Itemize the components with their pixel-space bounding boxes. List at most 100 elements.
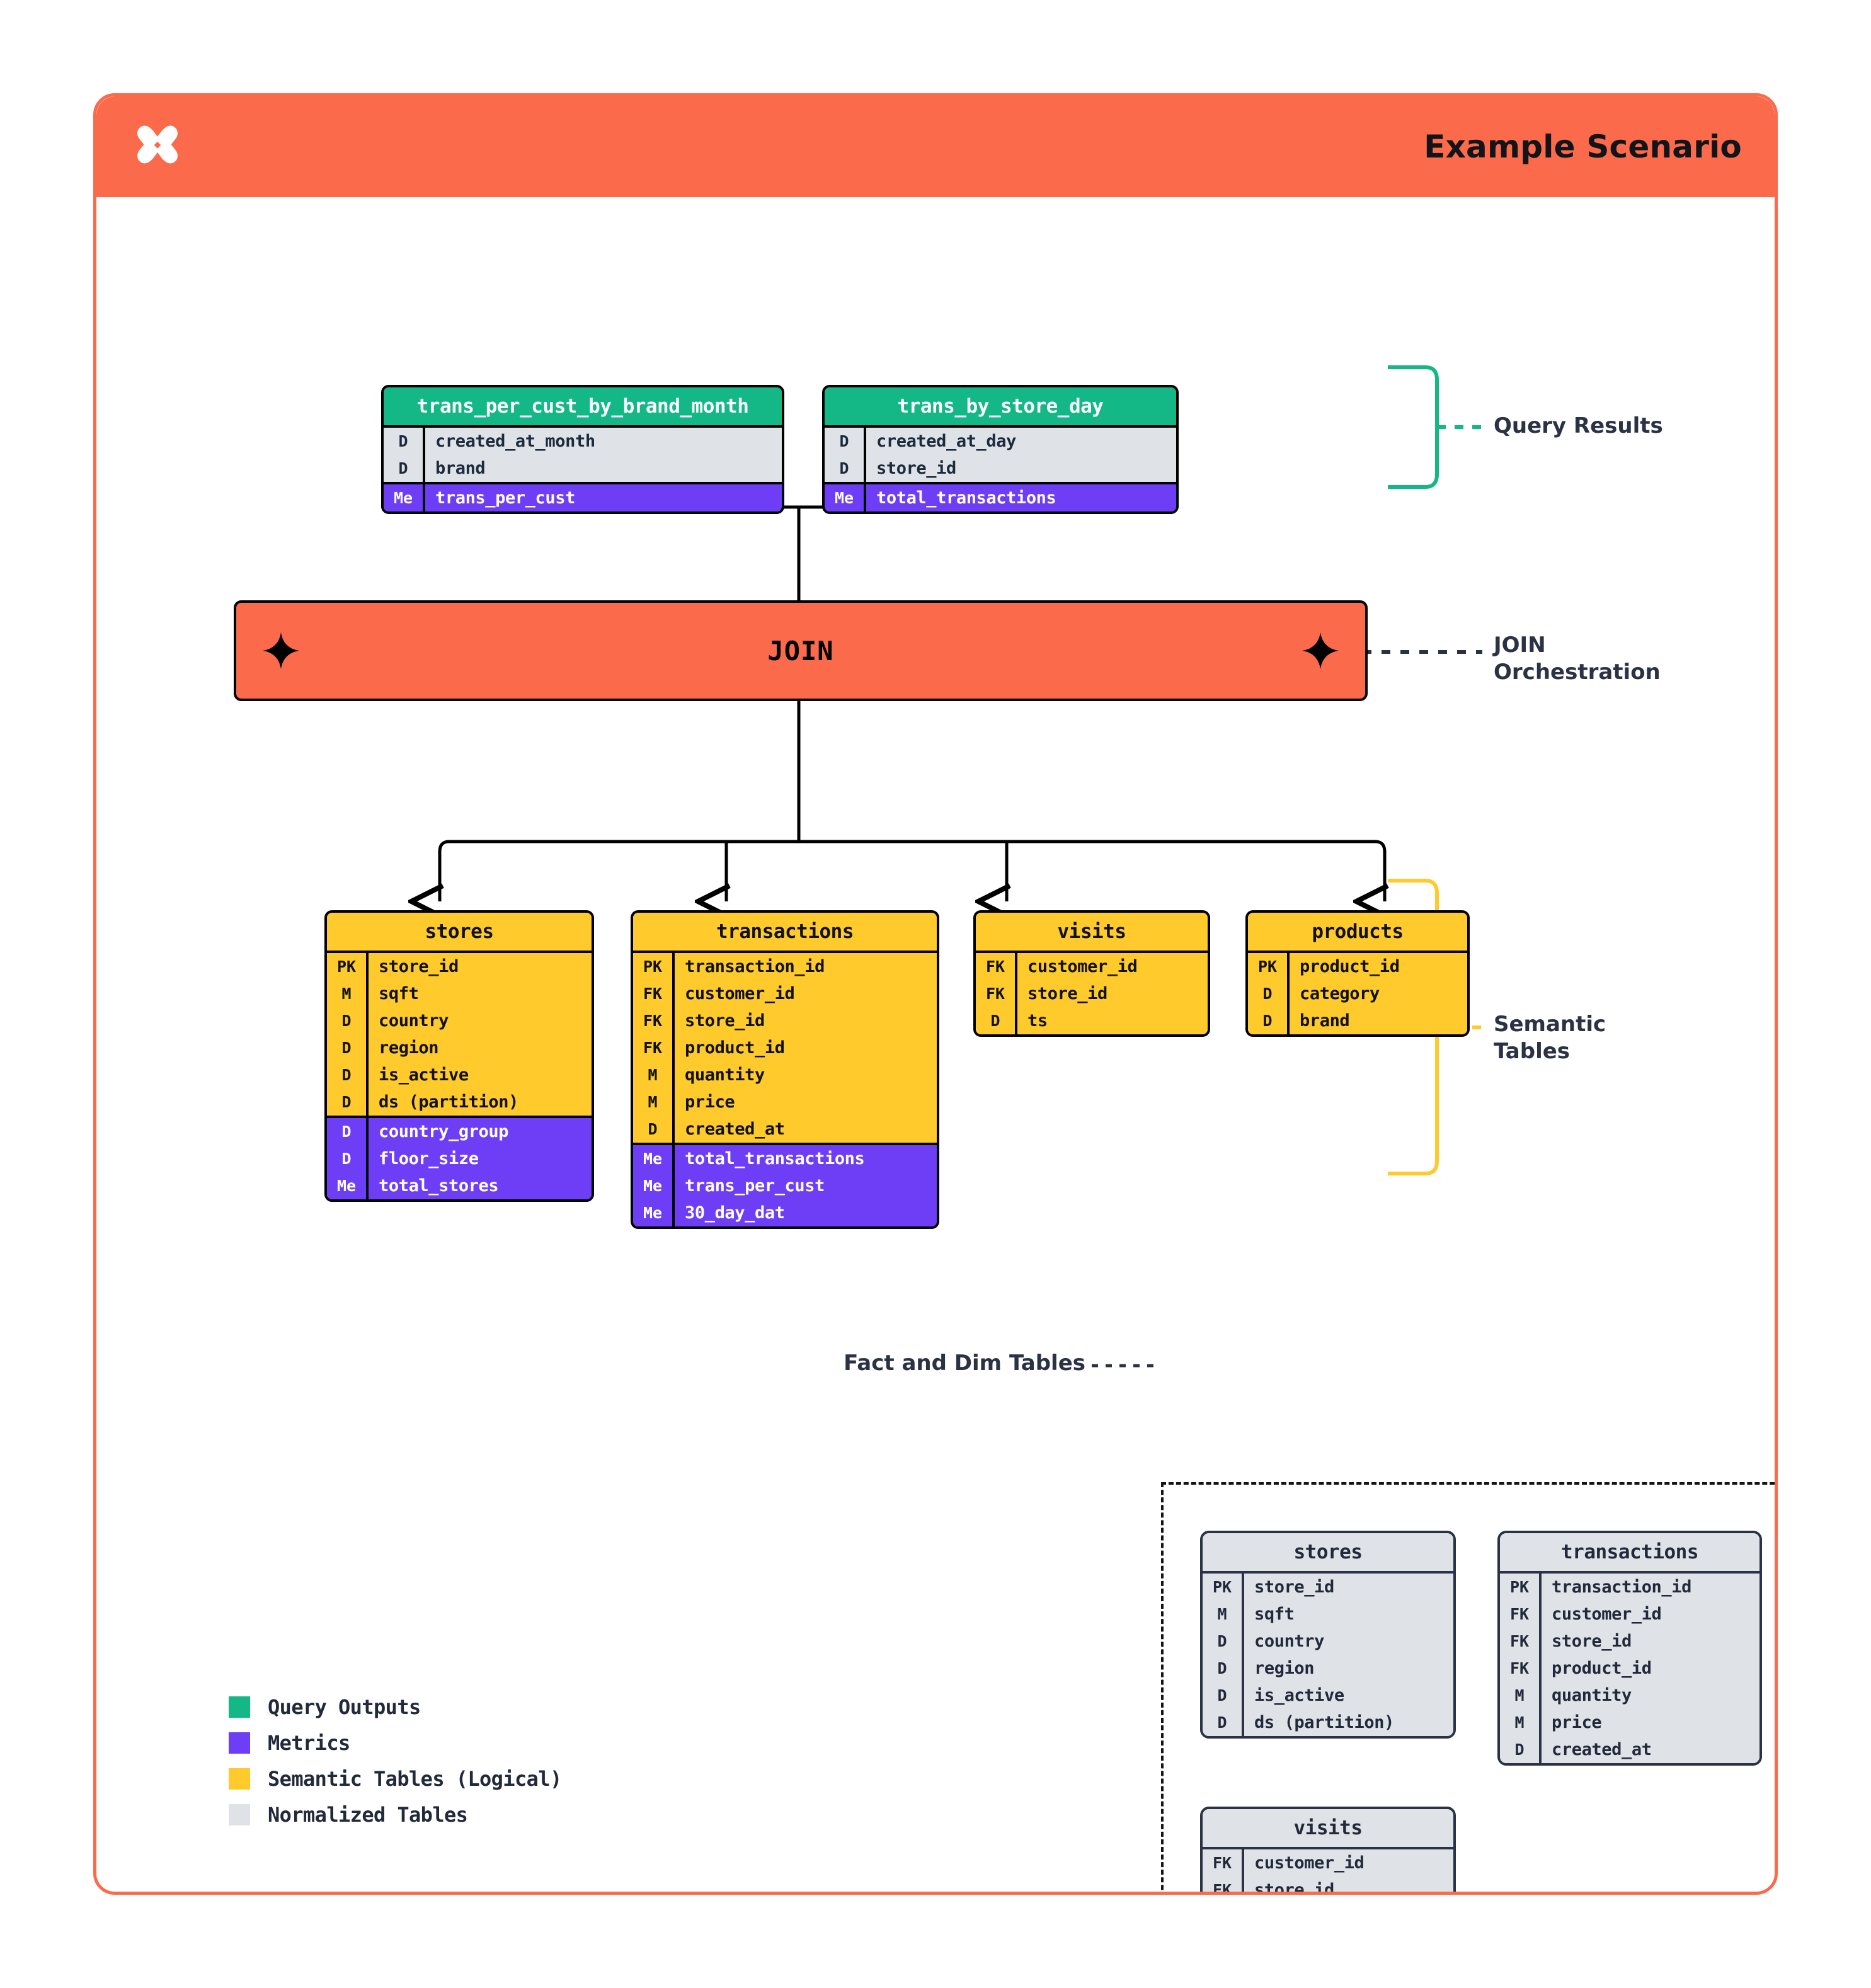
metric-section: Me trans_per_cust [384,482,782,511]
row-key: D [990,1012,1000,1030]
join-orchestration-bar[interactable]: JOIN [234,600,1368,701]
query-result-table[interactable]: trans_by_store_day D created_at_day D st… [822,385,1179,514]
example-scenario-card: Example Scenario [93,93,1778,1895]
annotation-fact-and-dim: Fact and Dim Tables [844,1351,1085,1376]
legend-swatch-query-outputs [229,1696,250,1718]
card-header: Example Scenario [96,96,1775,197]
row-field: transaction_id [1539,1574,1759,1601]
query-result-table[interactable]: trans_per_cust_by_brand_month D created_… [381,385,784,514]
table-title: visits [976,913,1208,951]
row-field: store_id [1015,980,1208,1007]
row-key: D [398,432,408,450]
row-key: FK [1509,1659,1530,1677]
diagram-canvas: trans_per_cust_by_brand_month D created_… [96,197,1775,1892]
x-logo-icon [137,125,178,164]
row-field: ds (partition) [1242,1709,1453,1736]
sparkle-icon [262,632,300,670]
legend-swatch-normalized-tables [229,1804,250,1825]
row-key: Me [336,1177,357,1195]
legend-item: Metrics [229,1731,562,1755]
row-key: D [1217,1713,1227,1732]
row-key: FK [643,985,663,1003]
row-field: brand [1287,1007,1467,1034]
legend-item: Query Outputs [229,1695,562,1719]
row-field: store_id [1242,1574,1453,1601]
row-field: created_at [672,1116,937,1143]
row-field: country [366,1007,592,1034]
row-field: created_at_month [423,428,782,455]
row-key: FK [985,985,1005,1003]
page-title: Example Scenario [1424,129,1742,165]
row-key: Me [834,489,854,507]
row-field: created_at_day [864,428,1176,455]
row-field: customer_id [1242,1849,1453,1877]
row-field: transaction_id [672,953,937,980]
table-title: products [1248,913,1467,951]
row-field: trans_per_cust [423,484,782,511]
legend-item: Normalized Tables [229,1803,562,1827]
metric-section: Me total_transactions [825,482,1176,511]
row-key: FK [1509,1632,1530,1650]
row-field: ts [1015,1007,1208,1034]
row-key: D [1217,1632,1227,1650]
row-key: Me [393,489,413,507]
row-field: quantity [672,1061,937,1088]
row-field: sqft [366,980,592,1007]
legend-label: Metrics [268,1731,350,1755]
row-field: floor_size [366,1145,592,1172]
fact-dim-group-box [1161,1482,1775,1892]
row-key: M [1514,1713,1525,1732]
row-field: ds (partition) [366,1088,592,1116]
row-field: store_id [1539,1628,1759,1655]
row-key: M [648,1066,658,1084]
row-key: M [1514,1686,1525,1705]
annotation-join-orchestration: JOIN Orchestration [1494,632,1661,685]
row-key: D [839,432,849,450]
row-key: D [839,459,849,477]
legend-label: Semantic Tables (Logical) [268,1767,562,1791]
table-title: transactions [633,913,937,951]
row-field: trans_per_cust [672,1172,937,1199]
table-title: visits [1203,1809,1453,1847]
legend-swatch-semantic-tables [229,1768,250,1790]
row-key: PK [643,957,663,976]
row-key: D [341,1123,352,1141]
annotation-semantic-tables: Semantic Tables [1494,1012,1606,1064]
table-row: Me total_transactions [825,484,1176,511]
legend-swatch-metrics [229,1732,250,1754]
